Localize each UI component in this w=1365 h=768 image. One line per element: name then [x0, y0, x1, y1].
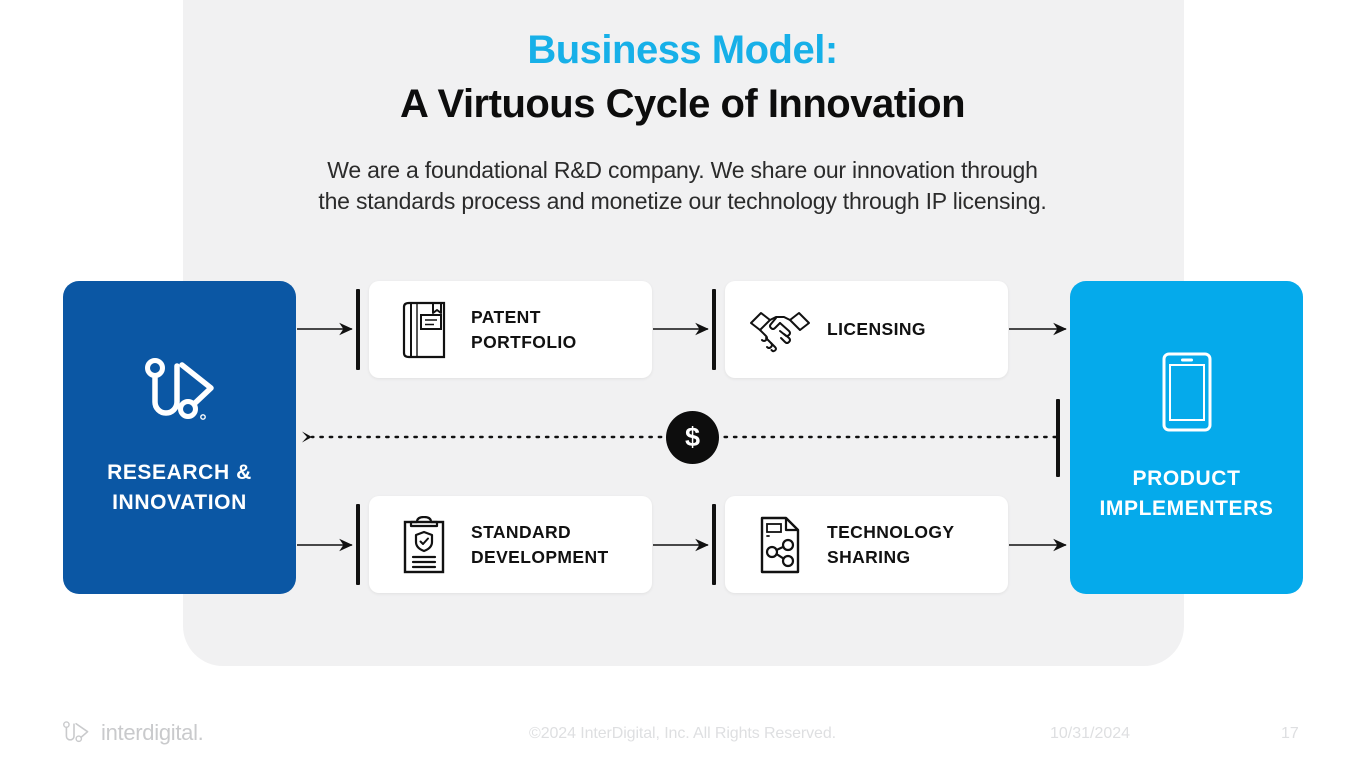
card-techshare-label: TECHNOLOGY SHARING [827, 520, 954, 568]
subtitle-line-2: the standards process and monetize our t… [318, 188, 1047, 214]
card-accent-bar-techshare [712, 504, 716, 585]
smartphone-icon [1161, 351, 1213, 438]
node-product-label-line1: PRODUCT [1132, 467, 1241, 491]
slide-footer: interdigital. ©2024 InterDigital, Inc. A… [0, 705, 1365, 768]
node-research-label-line2: INNOVATION [112, 491, 247, 514]
footer-page-number: 17 [1281, 725, 1299, 742]
footer-date: 10/31/2024 [1050, 725, 1131, 742]
card-patent-portfolio[interactable]: PATENT PORTFOLIO [369, 281, 652, 378]
node-product-label: PRODUCT IMPLEMENTERS [1099, 464, 1273, 524]
dollar-icon: $ [684, 422, 701, 452]
card-standard-label-line1: STANDARD [471, 522, 572, 543]
patent-book-icon [393, 301, 455, 359]
clipboard-shield-icon [393, 515, 455, 574]
card-standard-label: STANDARD DEVELOPMENT [471, 520, 609, 568]
interdigital-mark-small-icon [63, 721, 89, 743]
card-techshare-label-line1: TECHNOLOGY [827, 522, 955, 543]
node-product-label-line2: IMPLEMENTERS [1099, 497, 1274, 520]
card-techshare-label-line2: SHARING [827, 546, 911, 567]
card-accent-bar-licensing [712, 289, 716, 370]
node-research-label: RESEARCH & INNOVATION [107, 458, 252, 518]
card-accent-bar-patent [356, 289, 360, 370]
card-licensing[interactable]: LICENSING [725, 281, 1008, 378]
card-technology-sharing[interactable]: TECHNOLOGY SHARING [725, 496, 1008, 593]
card-patent-label: PATENT PORTFOLIO [471, 305, 577, 353]
card-accent-bar-standard [356, 504, 360, 585]
card-standard-label-line2: DEVELOPMENT [471, 546, 609, 567]
subtitle-line-1: We are a foundational R&D company. We sh… [327, 157, 1038, 183]
card-patent-label-line2: PORTFOLIO [471, 331, 577, 352]
money-flow-badge: $ [666, 411, 719, 464]
card-licensing-label: LICENSING [827, 317, 926, 341]
node-research-label-line1: RESEARCH & [107, 461, 252, 485]
money-flow-accent-bar [1056, 399, 1060, 477]
card-licensing-label-line1: LICENSING [827, 319, 926, 340]
interdigital-mark-icon [141, 357, 219, 432]
footer-copyright: ©2024 InterDigital, Inc. All Rights Rese… [529, 725, 836, 742]
document-share-icon [749, 516, 811, 574]
node-product-implementers[interactable]: PRODUCT IMPLEMENTERS [1070, 281, 1303, 594]
slide-subtitle: We are a foundational R&D company. We sh… [0, 155, 1365, 217]
page-title-accent: Business Model: [527, 28, 838, 72]
slide-header: Business Model: A Virtuous Cycle of Inno… [0, 30, 1365, 124]
node-research-and-innovation[interactable]: RESEARCH & INNOVATION [63, 281, 296, 594]
footer-brand-name: interdigital. [101, 720, 204, 745]
footer-brand-logo: interdigital. [62, 720, 204, 746]
handshake-icon [749, 307, 811, 353]
card-patent-label-line1: PATENT [471, 307, 541, 328]
page-title-main: A Virtuous Cycle of Innovation [399, 82, 966, 126]
card-standard-development[interactable]: STANDARD DEVELOPMENT [369, 496, 652, 593]
